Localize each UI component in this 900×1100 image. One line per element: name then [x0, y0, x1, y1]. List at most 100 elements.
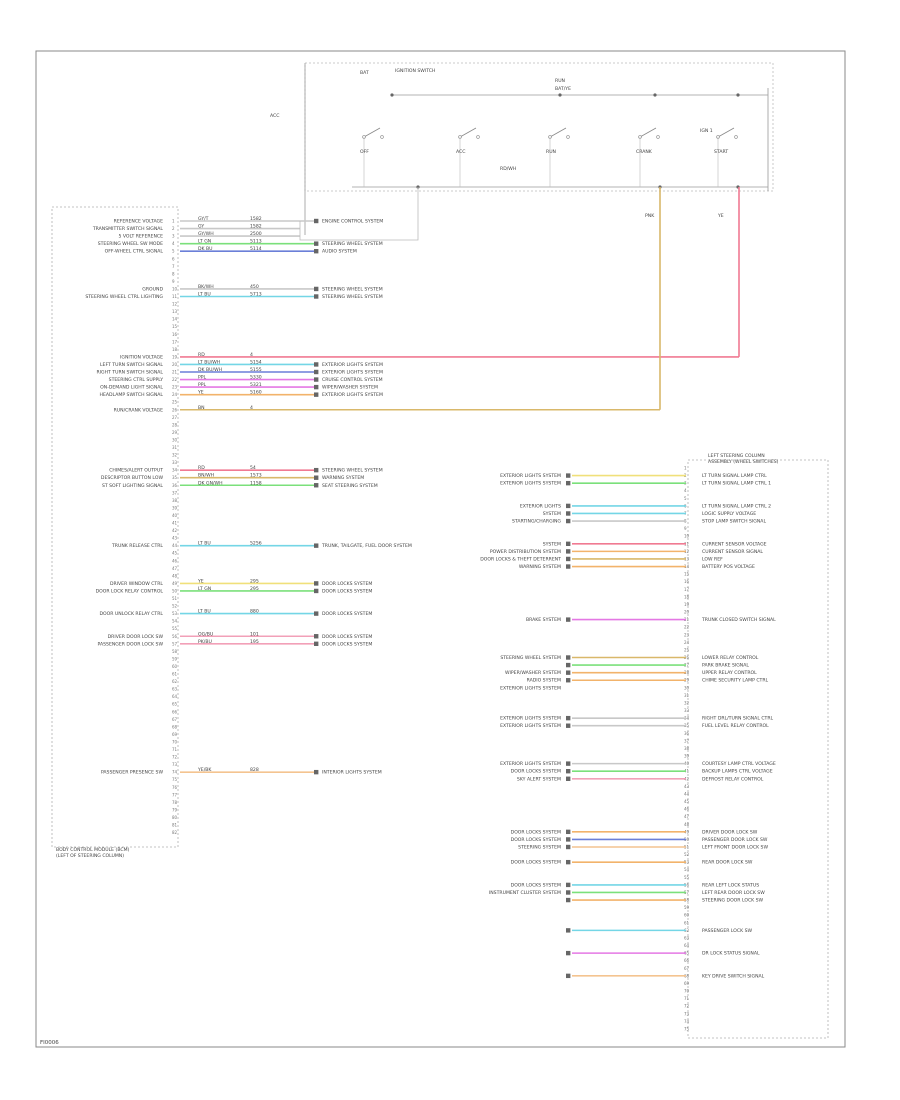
left-wire-color-code: LT BU [198, 609, 211, 615]
right-wire-connector [566, 480, 571, 486]
left-wire-destination: EXTERIOR LIGHTS SYSTEM [322, 362, 383, 368]
left-wire-connector [314, 769, 319, 775]
left-wire-color-code: LT GN [198, 586, 211, 592]
left-wire-destination: WIPER/WASHER SYSTEM [322, 385, 378, 391]
right-pin-number: 57 [684, 890, 690, 895]
left-wire-color-code: DK BU [198, 246, 213, 252]
right-wire-destination: INSTRUMENT CLUSTER SYSTEM [489, 890, 561, 896]
right-pin-number: 58 [684, 898, 690, 903]
right-pin-number: 28 [684, 670, 690, 675]
right-wire-destination: EXTERIOR LIGHTS SYSTEM [500, 761, 561, 767]
right-pin-number: 21 [684, 617, 690, 622]
switch-contact-arm [717, 127, 735, 138]
left-pin-number: 42 [172, 528, 178, 533]
right-wire-destination: BRAKE SYSTEM [526, 617, 561, 623]
ignition-switch-outline [304, 62, 774, 192]
left-pin-label: DRIVER DOOR LOCK SW [108, 634, 164, 640]
right-pin-number: 67 [684, 966, 690, 971]
left-module-outline [51, 206, 179, 848]
left-wire-connector [314, 294, 319, 299]
left-wire-color-code: BN/WH [198, 473, 214, 479]
left-pin-number: 10 [172, 286, 178, 291]
left-pin-number: 41 [172, 521, 178, 526]
left-pin-label: HEADLAMP SWITCH SIGNAL [100, 392, 164, 398]
right-pin-number: 47 [684, 814, 690, 819]
left-pin-number: 11 [172, 294, 178, 299]
right-pin-label: DEFROST RELAY CONTROL [702, 776, 764, 782]
left-wire-color-code: BK/WH [198, 284, 214, 290]
right-pin-number: 62 [684, 928, 690, 933]
left-wire-color-code: RD [198, 352, 205, 358]
right-pin-number: 38 [684, 746, 690, 751]
right-wire-connector [566, 859, 571, 865]
right-pin-number: 19 [684, 602, 690, 607]
left-pin-number: 15 [172, 324, 178, 329]
left-pin-number: 75 [172, 777, 178, 782]
left-pin-number: 59 [172, 656, 178, 661]
switch-contact-terminal [734, 135, 738, 139]
left-pin-number: 34 [172, 468, 178, 473]
left-pin-number: 8 [172, 271, 175, 276]
switch-wire-acc: ACC [270, 113, 279, 119]
left-pin-number: 44 [172, 543, 178, 548]
switch-contact-arm [549, 127, 567, 138]
left-pin-number: 2 [172, 226, 175, 231]
right-pin-number: 43 [684, 784, 690, 789]
right-pin-label: DRIVER DOOR LOCK SW [702, 829, 758, 835]
switch-contact-terminal [380, 135, 384, 139]
left-wire-color-code: LT BU [198, 541, 211, 547]
left-pin-number: 72 [172, 755, 178, 760]
left-wire-color-code: GY/WH [198, 231, 214, 237]
left-pin-number: 52 [172, 604, 178, 609]
left-pin-label: PASSENGER DOOR LOCK SW [98, 641, 164, 647]
left-wire-circuit-number: 1582 [250, 224, 262, 230]
left-wire-connector [314, 483, 319, 488]
figure-code: FI0006 [40, 1040, 59, 1046]
left-wire-connector [314, 384, 319, 390]
left-wire-color-code: OG/BU [198, 631, 213, 637]
left-module: BODY CONTROL MODULE (BCM) (LEFT OF STEER… [51, 206, 179, 859]
left-pin-number: 45 [172, 551, 178, 556]
right-pin-number: 40 [684, 761, 690, 766]
switch-position-label: CRANK [636, 149, 653, 155]
right-wire-destination: EXTERIOR LIGHTS [520, 503, 561, 509]
left-pin-number: 24 [172, 392, 178, 397]
left-pin-number: 3 [172, 234, 175, 239]
left-wire-color-code: YE [197, 390, 204, 396]
right-pin-label: LT TURN SIGNAL LAMP CTRL 2 [702, 503, 771, 509]
left-wire-circuit-number: 5114 [250, 246, 262, 252]
left-pin-number: 5 [172, 249, 175, 254]
left-pin-number: 55 [172, 626, 178, 631]
right-wire-connector [566, 670, 571, 675]
left-pin-number: 64 [172, 694, 178, 699]
right-pin-number: 12 [684, 549, 690, 554]
left-wire-circuit-number: 1158 [250, 480, 262, 486]
left-pin-number: 25 [172, 400, 178, 405]
right-wire-connector [566, 549, 571, 554]
left-wire-destination: TRUNK, TAILGATE, FUEL DOOR SYSTEM [321, 543, 412, 549]
right-pin-number: 59 [684, 905, 690, 910]
left-wire-destination: DOOR LOCKS SYSTEM [322, 611, 372, 617]
left-pin-number: 43 [172, 536, 178, 541]
ignition-switch-title: IGNITION SWITCH [395, 68, 435, 74]
right-wire-destination: DOOR LOCKS & THEFT DETERRENT [480, 556, 561, 562]
right-wire-destination: SYSTEM [543, 541, 561, 547]
right-pin-label: COURTESY LAMP CTRL VOLTAGE [702, 761, 776, 767]
right-wire-connector [566, 715, 571, 721]
right-pin-number: 9 [684, 526, 687, 531]
right-pin-label: REAR DOOR LOCK SW [702, 860, 753, 866]
left-pin-number: 51 [172, 596, 178, 601]
right-pin-label: CURRENT SENSOR VOLTAGE [702, 541, 767, 547]
switch-junction-dot [653, 93, 657, 97]
switch-position-label: START [714, 149, 728, 155]
left-pin-number: 77 [172, 792, 178, 797]
left-pin-number: 37 [172, 490, 178, 495]
left-pin-label: DESCRIPTOR BUTTON LOW [101, 475, 164, 481]
right-wire-connector [566, 503, 571, 509]
switch-junction-dot [558, 93, 562, 97]
left-wire-connector [314, 581, 319, 586]
right-wire-connector [566, 541, 571, 546]
right-pin-number: 5 [684, 496, 687, 501]
right-pin-number: 48 [684, 822, 690, 827]
accessory-feed-wire [299, 187, 419, 241]
